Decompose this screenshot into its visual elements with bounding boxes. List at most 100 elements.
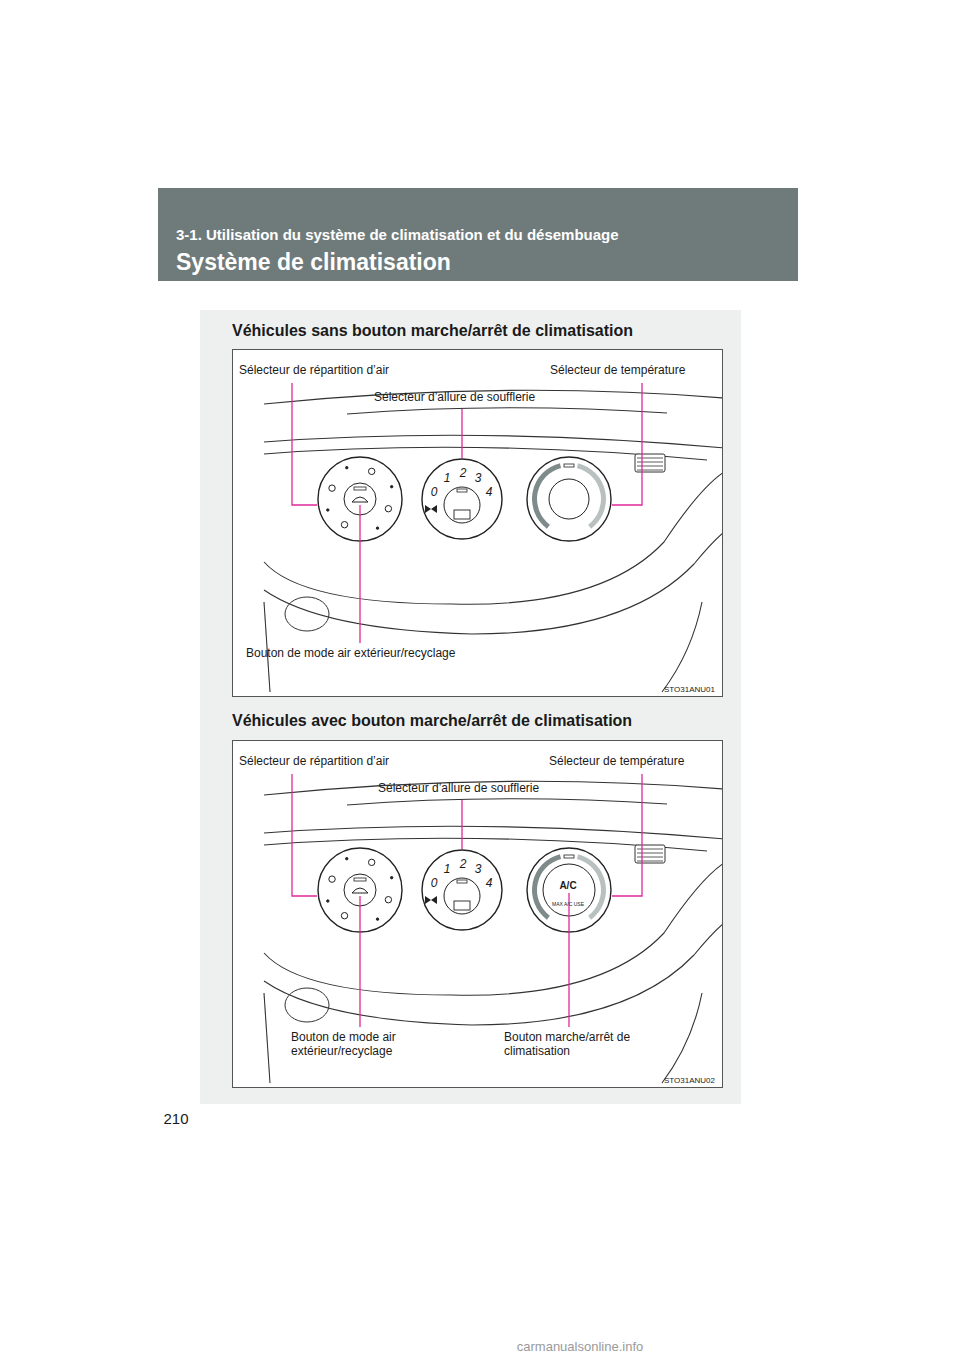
callout-label: Sélecteur de répartition d’air xyxy=(239,363,389,377)
dial-number: 2 xyxy=(460,858,467,870)
dashboard-opening xyxy=(285,597,329,631)
callout-label: Sélecteur de température xyxy=(549,754,684,768)
button-marking: MAX A/C USE xyxy=(552,902,584,907)
callout-label: Sélecteur d’allure de soufflerie xyxy=(378,781,539,795)
watermark: carmanualsonline.info xyxy=(517,1340,643,1353)
mode-dot xyxy=(368,859,374,865)
subsection-heading: Véhicules avec bouton marche/arrêt de cl… xyxy=(232,711,632,730)
content-panel: Véhicules sans bouton marche/arrêt de cl… xyxy=(200,310,741,1104)
figure-frame: Sélecteur de répartition d’airSélecteur … xyxy=(232,740,723,1088)
dial-number: 4 xyxy=(486,486,493,498)
figure-frame: Sélecteur de répartition d’airSélecteur … xyxy=(232,349,723,697)
page-title: Système de climatisation xyxy=(176,249,451,277)
button-marking: A/C xyxy=(559,881,576,891)
dashboard-contour xyxy=(264,826,722,839)
dashboard-contour xyxy=(264,390,722,404)
dashboard-contour xyxy=(347,799,667,805)
figure-code: STO31ANU01 xyxy=(664,685,715,695)
dial-number: 4 xyxy=(486,877,493,889)
defrost-icon xyxy=(454,901,470,910)
leader-line xyxy=(292,774,317,896)
dial-number: 1 xyxy=(444,863,451,875)
recirc-icon xyxy=(352,888,368,893)
dial-number: 0 xyxy=(431,486,438,498)
fan-icon xyxy=(425,896,437,904)
dial-number: 0 xyxy=(431,877,438,889)
mode-dot xyxy=(327,509,329,511)
mode-dot xyxy=(346,857,348,859)
temp-knob xyxy=(527,457,611,541)
dashboard-contour xyxy=(264,435,722,448)
callout-label: Bouton marche/arrêt de climatisation xyxy=(504,1030,644,1059)
leader-line xyxy=(292,383,317,505)
temp-indicator xyxy=(564,855,574,858)
leader-line xyxy=(461,409,462,458)
page-number: 210 xyxy=(163,1111,188,1126)
dial-number: 3 xyxy=(475,472,482,484)
dashboard-contour xyxy=(347,408,667,414)
mode-dot xyxy=(385,896,391,902)
figure-ground xyxy=(233,741,722,1087)
mode-dot xyxy=(341,522,347,528)
dashboard-contour xyxy=(264,923,722,1025)
callout-label: Bouton de mode air extérieur/recyclage xyxy=(291,1030,421,1059)
leader-line xyxy=(359,505,360,643)
dial-number: 1 xyxy=(444,472,451,484)
mode-dot xyxy=(329,485,335,491)
leader-line xyxy=(612,383,642,505)
dashboard-contour xyxy=(662,993,702,1083)
recirc-indicator xyxy=(354,878,366,881)
mode-dot xyxy=(376,918,378,920)
fan-indicator xyxy=(457,880,467,883)
leader-line xyxy=(612,774,642,896)
recirc-icon xyxy=(352,497,368,502)
defrost-icon xyxy=(454,510,470,519)
dashboard-contour xyxy=(662,602,702,692)
dashboard-contour xyxy=(264,993,270,1083)
dial-number: 2 xyxy=(460,467,467,479)
mode-dot xyxy=(329,876,335,882)
callout-label: Sélecteur d’allure de soufflerie xyxy=(374,390,535,404)
section-heading: 3-1. Utilisation du système de climatisa… xyxy=(176,226,619,244)
figure-code: STO31ANU02 xyxy=(664,1076,715,1086)
dashboard-contour xyxy=(264,781,722,795)
leader-line xyxy=(359,896,360,1027)
dial-number: 3 xyxy=(475,863,482,875)
fan-knob-inner xyxy=(444,878,480,914)
leader-line xyxy=(568,893,569,1027)
vent-slat xyxy=(637,861,663,862)
fan-knob xyxy=(422,459,502,539)
callout-label: Bouton de mode air extérieur/recyclage xyxy=(246,646,455,660)
mode-dot xyxy=(346,466,348,468)
dashboard-contour xyxy=(264,532,722,634)
vent-slat xyxy=(637,458,663,459)
recirc-indicator xyxy=(354,487,366,490)
air-vent xyxy=(635,845,665,863)
leader-line xyxy=(461,800,462,849)
mode-dot xyxy=(368,468,374,474)
fan-icon xyxy=(425,505,437,513)
vent-slat xyxy=(637,857,663,858)
fan-knob xyxy=(422,850,502,930)
subsection-heading: Véhicules sans bouton marche/arrêt de cl… xyxy=(232,321,633,340)
mode-dot xyxy=(390,485,392,487)
vent-slat xyxy=(637,853,663,854)
figure-ground xyxy=(233,350,722,696)
temp-indicator xyxy=(564,464,574,467)
vent-slat xyxy=(637,466,663,467)
fan-knob-inner xyxy=(444,487,480,523)
vent-slat xyxy=(637,849,663,850)
fan-indicator xyxy=(457,489,467,492)
callout-label: Sélecteur de température xyxy=(550,363,685,377)
temp-knob-inner xyxy=(549,479,589,519)
header-band: 3-1. Utilisation du système de climatisa… xyxy=(158,188,798,281)
dashboard-opening xyxy=(285,988,329,1022)
mode-dot xyxy=(376,527,378,529)
vent-slat xyxy=(637,462,663,463)
mode-dot xyxy=(390,876,392,878)
mode-dot xyxy=(327,900,329,902)
mode-dot xyxy=(385,505,391,511)
air-vent xyxy=(635,454,665,472)
vent-slat xyxy=(637,470,663,471)
mode-dot xyxy=(341,913,347,919)
